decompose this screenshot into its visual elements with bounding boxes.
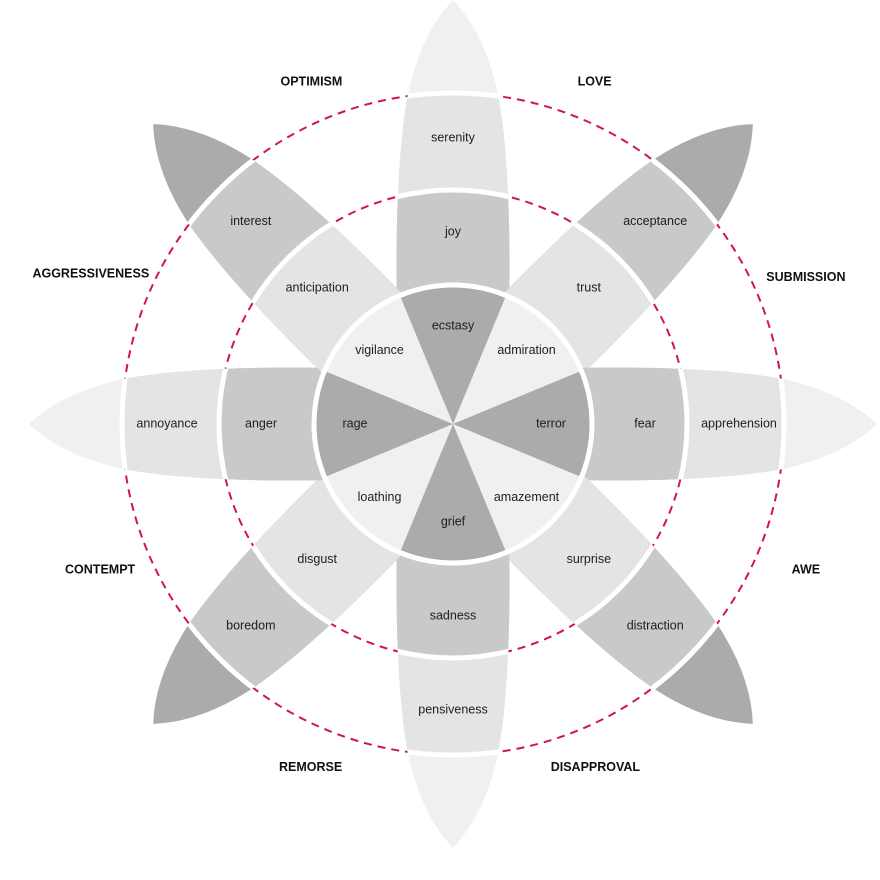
sector-loathing[interactable]	[325, 424, 453, 552]
label-joy: joy	[444, 224, 462, 238]
label-amazement: amazement	[494, 490, 560, 504]
label-sadness: sadness	[430, 608, 477, 622]
label-rage: rage	[342, 416, 367, 430]
inner-ring-border	[311, 282, 595, 566]
sector-admiration[interactable]	[453, 296, 581, 424]
sector-ecstasy[interactable]	[400, 286, 506, 424]
label-grief: grief	[441, 514, 466, 528]
dyad-awe: AWE	[792, 562, 820, 576]
label-vigilance: vigilance	[355, 343, 404, 357]
dyad-optimism: OPTIMISM	[280, 74, 342, 88]
label-apprehension: apprehension	[701, 416, 777, 430]
label-acceptance: acceptance	[623, 214, 687, 228]
label-disgust: disgust	[297, 552, 337, 566]
label-distraction: distraction	[627, 618, 684, 632]
label-fear: fear	[634, 416, 656, 430]
ring-separator	[216, 187, 690, 661]
label-pensiveness: pensiveness	[418, 702, 488, 716]
label-admiration: admiration	[497, 343, 555, 357]
dyad-submission: SUBMISSION	[766, 270, 845, 284]
label-interest: interest	[230, 214, 272, 228]
label-ecstasy: ecstasy	[432, 318, 475, 332]
label-surprise: surprise	[567, 552, 612, 566]
label-anger: anger	[245, 416, 277, 430]
sector-vigilance[interactable]	[325, 296, 453, 424]
label-trust: trust	[577, 280, 602, 294]
label-boredom: boredom	[226, 618, 275, 632]
dyad-aggressiveness: AGGRESSIVENESS	[32, 266, 149, 280]
label-annoyance: annoyance	[136, 416, 197, 430]
ring-separators	[119, 90, 787, 758]
sector-rage[interactable]	[315, 371, 453, 477]
sector-terror[interactable]	[453, 371, 591, 477]
emotion-labels: ecstasy joy serenity admiration trust accepta…	[136, 130, 777, 716]
dyad-contempt: CONTEMPT	[65, 562, 136, 576]
label-serenity: serenity	[431, 130, 476, 144]
dyad-labels: LOVE SUBMISSION AWE DISAPPROVAL REMORSE CONTE…	[32, 74, 845, 774]
ring-separator	[119, 90, 787, 758]
sector-grief[interactable]	[400, 424, 506, 562]
dyad-disapproval: DISAPPROVAL	[551, 760, 641, 774]
label-anticipation: anticipation	[286, 280, 349, 294]
sector-amazement[interactable]	[453, 424, 581, 552]
inner-circle	[311, 282, 595, 566]
label-loathing: loathing	[358, 490, 402, 504]
label-terror: terror	[536, 416, 566, 430]
dyad-love: LOVE	[578, 74, 612, 88]
dyad-remorse: REMORSE	[279, 760, 342, 774]
